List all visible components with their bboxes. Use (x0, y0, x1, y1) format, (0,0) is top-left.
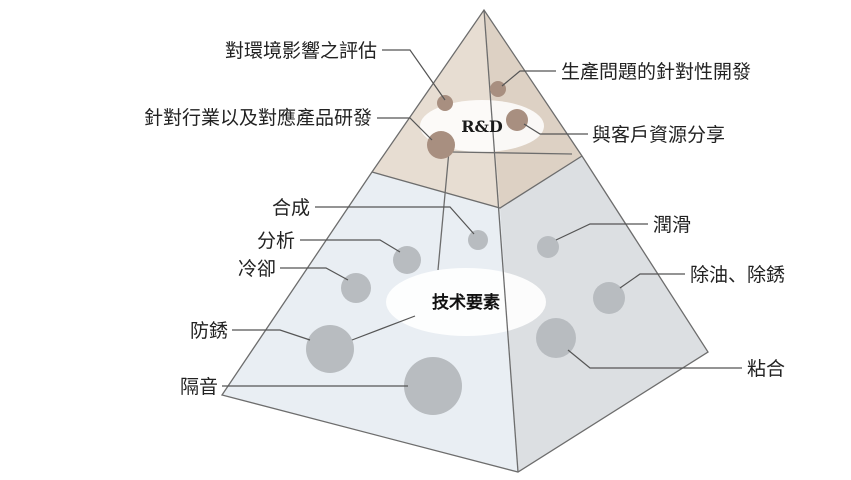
label-synth: 合成 (272, 197, 310, 219)
leader-synth (315, 206, 475, 235)
dot-synth (468, 230, 488, 250)
dot-degrease (593, 282, 625, 314)
label-sound: 隔音 (180, 376, 218, 398)
center-glow (386, 268, 546, 336)
dot-problem (490, 81, 506, 97)
center-label: 技术要素 (432, 292, 500, 313)
leader-lube (555, 223, 648, 241)
leader-problem (501, 70, 556, 87)
leader-share (523, 123, 588, 135)
dot-lube (537, 236, 559, 258)
leader-industry (377, 117, 433, 141)
dot-bond (536, 318, 576, 358)
pyramid-lower-right-face (500, 156, 708, 472)
leader-center (351, 315, 416, 341)
leader-bond (567, 349, 742, 369)
dot-share (506, 109, 528, 131)
inner-line-b (451, 151, 573, 155)
label-cooling: 冷卻 (238, 258, 276, 280)
leader-env (382, 49, 446, 101)
label-antirust: 防銹 (190, 320, 228, 342)
dot-cooling (341, 273, 371, 303)
pyramid-front-edge (483, 9, 519, 473)
label-share: 與客戶資源分享 (592, 124, 725, 146)
leader-analysis (300, 239, 401, 253)
leader-antirust (232, 329, 311, 341)
label-env: 對環境影響之評估 (225, 40, 377, 62)
dot-analysis (393, 246, 421, 274)
pyramid-top-right-face (484, 10, 582, 208)
dot-antirust (306, 325, 354, 373)
label-degrease: 除油、除銹 (690, 264, 785, 286)
rd-label: R&D (461, 117, 503, 136)
dot-sound (404, 357, 462, 415)
label-lube: 潤滑 (653, 214, 691, 236)
dot-env (437, 95, 453, 111)
leader-degrease (619, 273, 685, 289)
section-divider (371, 155, 583, 209)
dot-industry (427, 131, 455, 159)
label-problem: 生產問題的針對性開發 (561, 61, 751, 83)
inner-line-a (437, 139, 451, 271)
label-industry: 針對行業以及對應產品研發 (144, 106, 372, 129)
label-bond: 粘合 (747, 358, 785, 380)
leader-cooling (280, 267, 349, 281)
label-analysis: 分析 (257, 230, 295, 252)
